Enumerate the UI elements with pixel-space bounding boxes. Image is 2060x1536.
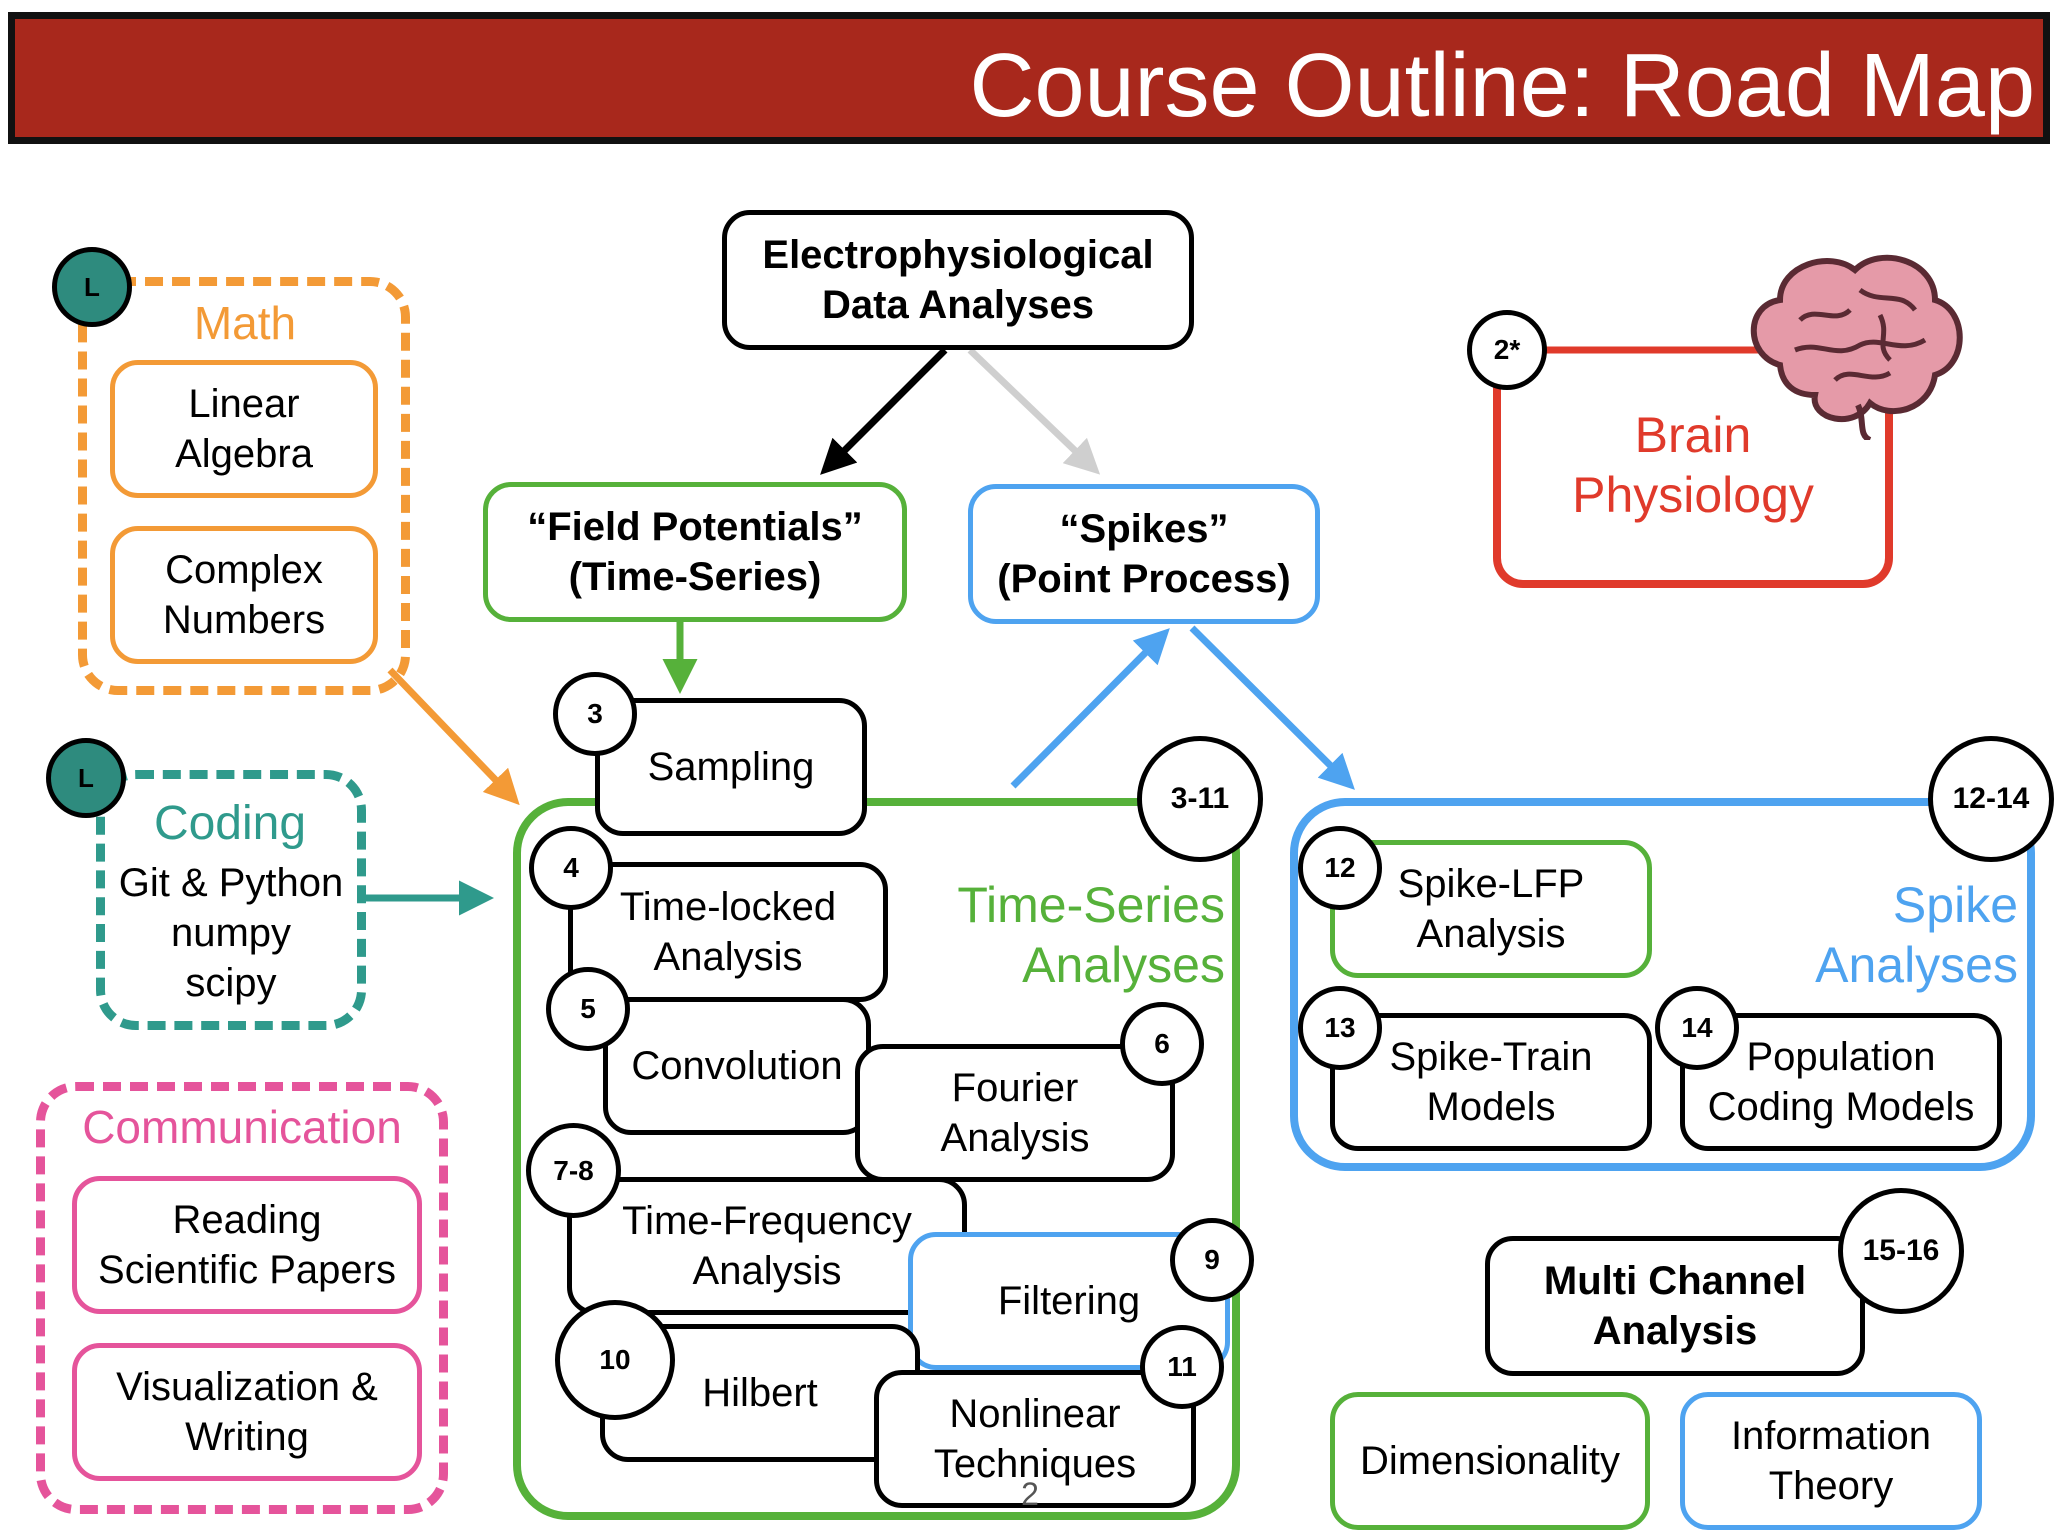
title-banner: Course Outline: Road Map (8, 12, 2050, 144)
timelocked-badge: 4 (529, 826, 613, 910)
fourier-badge: 6 (1120, 1002, 1204, 1086)
coding-lecture-badge: L (46, 738, 126, 818)
visualization-writing-label: Visualization & Writing (116, 1365, 378, 1459)
root-node-label: Electrophysiological Data Analyses (762, 233, 1154, 327)
field-potentials-node[interactable]: “Field Potentials” (Time-Series) (483, 482, 907, 622)
spikes-node[interactable]: “Spikes” (Point Process) (968, 484, 1320, 624)
nonlinear-badge: 11 (1140, 1325, 1224, 1409)
convolution-node[interactable]: Convolution (603, 997, 871, 1135)
page-title: Course Outline: Road Map (969, 36, 2035, 136)
sampling-node[interactable]: Sampling (595, 698, 867, 836)
population-coding-badge: 14 (1655, 986, 1739, 1070)
timeseries-group (513, 798, 1240, 1520)
arrow-math-to-timeseries (387, 667, 520, 806)
multichannel-label: Multi Channel Analysis (1543, 1259, 1807, 1353)
convolution-label: Convolution (631, 1044, 843, 1088)
spike-group (1290, 798, 2035, 1171)
timeseries-label: Time-Series Analyses (957, 877, 1225, 993)
multichannel-badge: 15-16 (1838, 1188, 1964, 1314)
coding-group (96, 770, 366, 1030)
information-theory-node[interactable]: Information Theory (1680, 1392, 1982, 1530)
spike-lfp-badge: 12 (1298, 826, 1382, 910)
hilbert-label: Hilbert (702, 1371, 818, 1415)
nonlinear-node[interactable]: Nonlinear Techniques (874, 1370, 1196, 1508)
spike-train-label: Spike-Train Models (1389, 1035, 1593, 1129)
population-coding-label: Population Coding Models (1707, 1035, 1975, 1129)
page-number: 2 (1021, 1476, 1039, 1512)
multichannel-node[interactable]: Multi Channel Analysis (1485, 1236, 1865, 1376)
coding-label: Coding (153, 797, 307, 850)
brain-icon (1750, 254, 1963, 440)
brain-badge: 2* (1467, 310, 1547, 390)
linear-algebra-box[interactable]: Linear Algebra (110, 360, 378, 498)
timeseries-badge: 3-11 (1137, 736, 1263, 862)
complex-numbers-label: Complex Numbers (162, 548, 326, 642)
coding-tools-text: Git & Python numpy scipy (118, 861, 344, 1005)
fourier-node[interactable]: Fourier Analysis (855, 1044, 1175, 1182)
math-group (78, 277, 410, 695)
communication-group (36, 1082, 448, 1514)
spike-label: Spike Analyses (1815, 877, 2018, 993)
spike-train-node[interactable]: Spike-Train Models (1330, 1013, 1652, 1151)
sampling-label: Sampling (647, 745, 815, 789)
dimensionality-node[interactable]: Dimensionality (1330, 1392, 1650, 1530)
arrow-root-to-spikes (967, 347, 1101, 475)
arrow-timeseries-to-spikes (1010, 628, 1170, 789)
reading-papers-label: Reading Scientific Papers (98, 1198, 396, 1292)
communication-label: Communication (82, 1101, 402, 1153)
arrow-root-to-field (820, 347, 948, 475)
brain-physiology-label: Brain Physiology (1572, 407, 1814, 523)
spike-lfp-node[interactable]: Spike-LFP Analysis (1330, 840, 1652, 978)
reading-papers-box[interactable]: Reading Scientific Papers (72, 1176, 422, 1314)
brain-physiology-box[interactable] (1493, 348, 1893, 588)
spike-badge: 12-14 (1928, 736, 2054, 862)
timefreq-label: Time-Frequency Analysis (622, 1199, 912, 1293)
spikes-label: “Spikes” (Point Process) (997, 507, 1291, 601)
math-label: Math (193, 297, 297, 349)
convolution-badge: 5 (546, 967, 630, 1051)
information-theory-label: Information Theory (1730, 1414, 1932, 1508)
complex-numbers-box[interactable]: Complex Numbers (110, 526, 378, 664)
filtering-badge: 9 (1170, 1218, 1254, 1302)
field-potentials-label: “Field Potentials” (Time-Series) (527, 505, 863, 599)
linear-algebra-label: Linear Algebra (175, 382, 313, 476)
dimensionality-label: Dimensionality (1359, 1439, 1621, 1483)
spike-train-badge: 13 (1298, 986, 1382, 1070)
arrow-spikes-to-spike-analyses (1189, 625, 1355, 790)
spike-lfp-label: Spike-LFP Analysis (1397, 862, 1585, 956)
hilbert-badge: 10 (555, 1300, 675, 1420)
nonlinear-label: Nonlinear Techniques (933, 1392, 1137, 1486)
math-lecture-badge: L (52, 247, 132, 327)
fourier-label: Fourier Analysis (940, 1066, 1090, 1160)
timefreq-node[interactable]: Time-Frequency Analysis (567, 1177, 967, 1315)
sampling-badge: 3 (553, 672, 637, 756)
root-node[interactable]: Electrophysiological Data Analyses (722, 210, 1194, 350)
timelocked-label: Time-locked Analysis (619, 885, 837, 979)
timefreq-badge: 7-8 (526, 1123, 621, 1218)
visualization-writing-box[interactable]: Visualization & Writing (72, 1343, 422, 1481)
filtering-label: Filtering (997, 1279, 1141, 1323)
